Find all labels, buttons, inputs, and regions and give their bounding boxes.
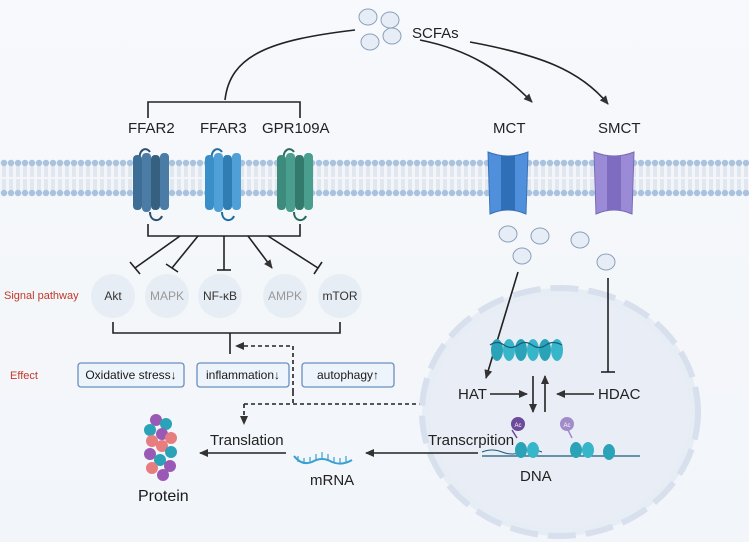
ffar2-receptor-icon [133, 148, 169, 222]
protein-label: Protein [138, 488, 189, 505]
receptor-label-ffar2: FFAR2 [128, 120, 175, 137]
ac-label-2: Ac [563, 423, 570, 429]
effect-oxidative: Oxidative stress↓ [85, 368, 176, 382]
pathway-node-ampk [263, 274, 307, 318]
pathway-ampk: AMPK [268, 289, 302, 303]
pathway-node-akt [91, 274, 135, 318]
acetyl-marker-1: Ac [511, 417, 525, 439]
pathway-links [129, 235, 323, 275]
mct-transporter-icon [487, 151, 529, 215]
smct-transporter-icon [593, 151, 635, 215]
effect-oxidative-box: Oxidative stress↓ [77, 362, 185, 388]
dashed-feedback-arrow [235, 342, 294, 392]
scfas-label: SCFAs [412, 25, 459, 42]
pathway-node-nfkb [198, 274, 242, 318]
signal-pathway-label: Signal pathway [4, 290, 79, 302]
dashed-split-line [244, 392, 440, 405]
pathway-mapk: MAPK [150, 289, 184, 303]
scfa-molecules [358, 8, 402, 51]
arrow-to-smct [469, 41, 609, 105]
acetyl-marker-2: Ac [560, 417, 574, 439]
effect-label: Effect [10, 370, 38, 382]
transporter-label-mct: MCT [493, 120, 526, 137]
cell-membrane [0, 159, 749, 197]
receptor-bracket [147, 101, 301, 118]
hdac-label: HDAC [598, 386, 641, 403]
pathway-nodes [91, 274, 362, 318]
transcription-label: Transcrpition [428, 432, 514, 449]
effect-inflammation-box: inflammation↓ [196, 362, 290, 388]
receptor-label-ffar3: FFAR3 [200, 120, 247, 137]
hat-label: HAT [458, 386, 487, 403]
effect-bracket [112, 322, 341, 334]
dna-strand-icon [481, 442, 640, 460]
mrna-icon [293, 452, 353, 465]
histone-icon [489, 339, 563, 361]
pathway-akt: Akt [104, 289, 122, 303]
ffar3-receptor-icon [205, 148, 241, 222]
nucleus [419, 285, 701, 539]
scfa-internalized [498, 225, 616, 271]
arrow-mct-to-hat [484, 271, 519, 379]
scfa-to-receptors-line [224, 29, 356, 101]
gpr109a-receptor-icon [277, 148, 313, 222]
pathway-mtor: mTOR [322, 289, 357, 303]
mrna-label: mRNA [310, 472, 354, 489]
effect-inflammation: inflammation↓ [206, 368, 280, 382]
protein-icon [144, 414, 177, 481]
ac-label-1: Ac [514, 423, 521, 429]
pathway-nfkb: NF-κB [203, 289, 237, 303]
receptor-label-gpr109a: GPR109A [262, 120, 330, 137]
translation-label: Translation [210, 432, 284, 449]
arrow-to-mct [419, 39, 533, 103]
effect-autophagy: autophagy↑ [317, 368, 379, 382]
transporter-label-smct: SMCT [598, 120, 641, 137]
dna-label: DNA [520, 468, 552, 485]
pathway-node-mtor [318, 274, 362, 318]
effect-autophagy-box: autophagy↑ [301, 362, 395, 388]
pathway-node-mapk [145, 274, 189, 318]
